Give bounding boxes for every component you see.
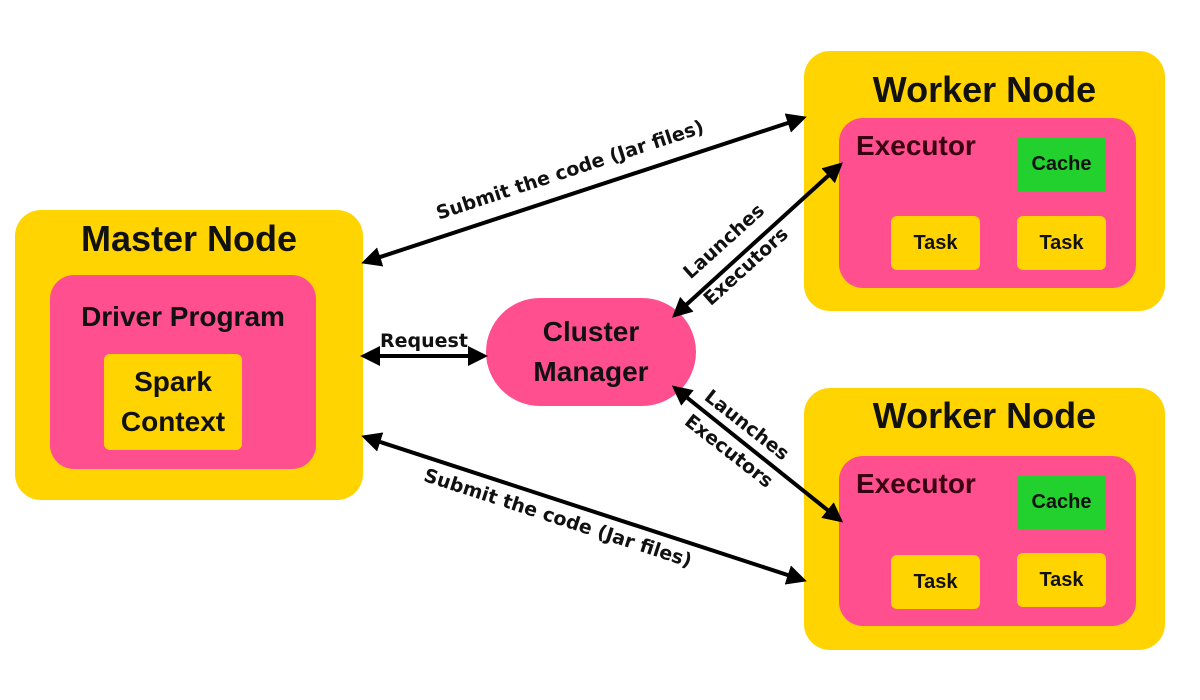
spark-context-box: Spark Context [104, 354, 242, 450]
cluster-manager-line-1: Cluster [542, 316, 640, 347]
worker-node-1-title: Worker Node [872, 69, 1097, 110]
label-request: Request [380, 330, 468, 352]
spark-context-line-2: Context [120, 406, 226, 437]
arrow-submit-bottom [361, 432, 807, 585]
arrow-submit-top [361, 113, 807, 267]
arrow-launch-bottom [671, 385, 844, 523]
task-1b-box: Task [1017, 216, 1106, 270]
label-submit-top: Submit the code (Jar files) [434, 116, 707, 224]
cluster-manager-line-2: Manager [533, 356, 649, 387]
task-2a-box: Task [891, 555, 980, 609]
arrow-launch-top [672, 162, 843, 318]
spark-context-line-1: Spark [134, 366, 212, 397]
task-2b-box: Task [1017, 553, 1106, 607]
task-1a-box: Task [891, 216, 980, 270]
label-submit-bottom: Submit the code (Jar files) [421, 465, 694, 573]
cache-1-box: Cache [1017, 137, 1106, 191]
master-node-title: Master Node [80, 218, 298, 259]
driver-program-title: Driver Program [81, 301, 285, 332]
executor-2-title: Executor [856, 468, 976, 499]
worker-node-2-title: Worker Node [872, 395, 1097, 436]
cluster-manager: Cluster Manager [486, 298, 696, 406]
cache-2-box: Cache [1017, 475, 1106, 529]
executor-1-title: Executor [856, 130, 976, 161]
